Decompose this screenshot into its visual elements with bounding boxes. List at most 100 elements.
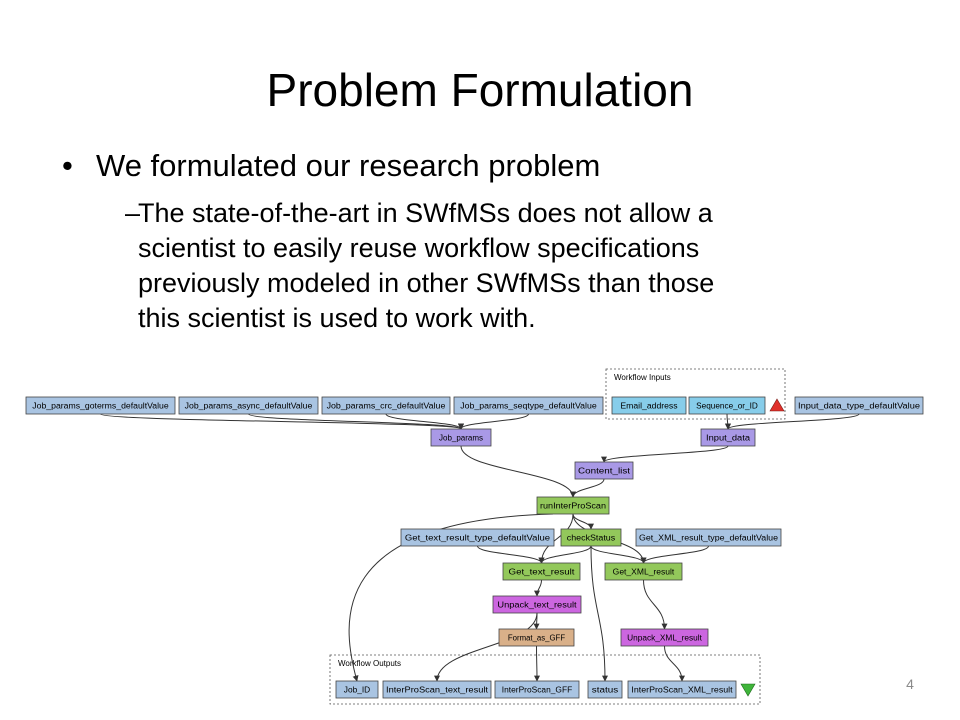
node-label: Sequence_or_ID — [696, 402, 758, 411]
node-status[interactable]: status — [587, 680, 623, 699]
node-label: Get_text_result — [509, 568, 576, 577]
node-jp-async[interactable]: Job_params_async_defaultValue — [178, 396, 319, 415]
node-unpack-text[interactable]: Unpack_text_result — [492, 595, 582, 614]
edge-input_data-to-content_list — [601, 445, 729, 463]
edge-format_gff-to-ips_gff — [533, 645, 540, 682]
node-unpack-xml[interactable]: Unpack_XML_result — [620, 628, 709, 647]
edge-check-to-get_xml — [590, 545, 647, 564]
node-label: Email_address — [620, 402, 677, 411]
edge-jp_seqtype-to-job_params — [458, 413, 529, 430]
node-box — [335, 680, 379, 699]
node-job-params[interactable]: Job_params — [430, 428, 492, 447]
node-job-id[interactable]: Job_ID — [335, 680, 379, 699]
node-box — [560, 528, 622, 547]
node-box — [700, 428, 756, 447]
edge-input_type-to-input_data — [725, 413, 860, 430]
node-email[interactable]: Email_address — [611, 396, 687, 415]
edge-get_xml_type-to-get_xml — [640, 545, 709, 564]
node-ips-xml[interactable]: InterProScan_XML_result — [627, 680, 737, 699]
node-box — [25, 396, 176, 415]
node-box — [400, 528, 555, 547]
node-label: Job_params_seqtype_defaultValue — [460, 402, 597, 411]
node-label: Format_as_GFF — [508, 634, 565, 643]
node-box — [453, 396, 604, 415]
node-box — [627, 680, 737, 699]
node-box — [178, 396, 319, 415]
node-box — [492, 595, 582, 614]
green-triangle-icon[interactable] — [740, 683, 756, 697]
edge-get_text-to-unpack_text — [534, 579, 542, 597]
edge-unpack_xml-to-ips_xml — [664, 645, 685, 682]
node-label: checkStatus — [567, 534, 615, 543]
node-get-text[interactable]: Get_text_result — [502, 562, 581, 581]
edge-run-to-get_text — [538, 513, 574, 564]
node-run[interactable]: runInterProScan — [536, 496, 610, 515]
sub-bullet-line: The state-of-the-art in SWfMSs does not … — [138, 198, 713, 228]
edge-get_text_type-to-get_text — [477, 545, 545, 564]
node-label: Unpack_XML_result — [627, 634, 703, 643]
node-label: InterProScan_XML_result — [631, 686, 733, 695]
workflow-outputs-group — [329, 654, 761, 705]
node-box — [382, 680, 492, 699]
node-input-data[interactable]: Input_data — [700, 428, 756, 447]
node-label: Get_XML_result_type_defaultValue — [639, 534, 779, 543]
edge-job_params-to-run — [460, 445, 576, 498]
sub-bullet-line: scientist to easily reuse workflow speci… — [138, 233, 700, 263]
node-seq[interactable]: Sequence_or_ID — [688, 396, 766, 415]
node-check[interactable]: checkStatus — [560, 528, 622, 547]
edge-check-to-status — [590, 545, 608, 682]
node-get-text-type[interactable]: Get_text_result_type_defaultValue — [400, 528, 555, 547]
workflow-inputs-group-label: Workflow Inputs — [614, 373, 671, 382]
node-jp-crc[interactable]: Job_params_crc_defaultValue — [321, 396, 451, 415]
node-get-xml[interactable]: Get_XML_result — [604, 562, 683, 581]
node-label: Input_data_type_defaultValue — [798, 402, 921, 411]
node-label: Job_params_async_defaultValue — [185, 402, 313, 411]
node-get-xml-type[interactable]: Get_XML_result_type_defaultValue — [635, 528, 782, 547]
sub-bullet-dash: – — [125, 198, 141, 228]
node-label: Job_params_goterms_defaultValue — [32, 402, 169, 411]
node-box — [620, 628, 709, 647]
node-jp-seqtype[interactable]: Job_params_seqtype_defaultValue — [453, 396, 604, 415]
node-label: InterProScan_text_result — [386, 686, 489, 695]
node-box — [321, 396, 451, 415]
edge-get_xml-to-unpack_xml — [643, 579, 668, 630]
edge-run-to-job_id — [348, 513, 554, 682]
node-box — [635, 528, 782, 547]
node-label: Job_ID — [344, 686, 371, 695]
node-box — [536, 496, 610, 515]
sub-bullet-line: previously modeled in other SWfMSs than … — [138, 268, 715, 298]
node-box — [604, 562, 683, 581]
bullet-text: We formulated our research problem — [96, 148, 601, 183]
node-box — [794, 396, 924, 415]
node-ips-text[interactable]: InterProScan_text_result — [382, 680, 492, 699]
node-label: Get_XML_result — [613, 568, 675, 577]
node-label: InterProScan_GFF — [502, 686, 573, 695]
edge-unpack_text-to-ips_text — [434, 612, 538, 682]
node-label: Job_params — [439, 434, 483, 443]
node-jp-goterms[interactable]: Job_params_goterms_defaultValue — [25, 396, 176, 415]
page-number: 4 — [906, 676, 914, 692]
node-box — [430, 428, 492, 447]
red-triangle-icon[interactable] — [769, 398, 785, 412]
node-input-type[interactable]: Input_data_type_defaultValue — [794, 396, 924, 415]
node-box — [574, 461, 634, 480]
node-label: Input_data — [706, 434, 751, 443]
node-box — [494, 680, 580, 699]
node-ips-gff[interactable]: InterProScan_GFF — [494, 680, 580, 699]
node-label: Unpack_text_result — [497, 601, 577, 610]
node-box — [688, 396, 766, 415]
workflow-outputs-group-label: Workflow Outputs — [338, 659, 401, 668]
node-label: Content_list — [578, 467, 631, 476]
edge-content_list-to-run — [570, 478, 605, 498]
edge-jp_goterms-to-job_params — [100, 413, 464, 430]
bullet-dot: • — [62, 148, 73, 183]
node-format-gff[interactable]: Format_as_GFF — [498, 628, 575, 647]
node-box — [587, 680, 623, 699]
node-label: Get_text_result_type_defaultValue — [405, 534, 551, 543]
edge-jp_async-to-job_params — [248, 413, 464, 430]
node-content-list[interactable]: Content_list — [574, 461, 634, 480]
sub-bullet-line: this scientist is used to work with. — [138, 303, 536, 333]
node-label: Job_params_crc_defaultValue — [327, 402, 446, 411]
node-box — [611, 396, 687, 415]
